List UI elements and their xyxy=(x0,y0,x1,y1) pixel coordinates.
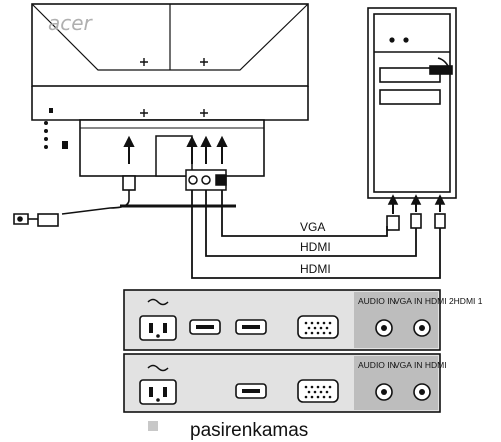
brand-logo: acer xyxy=(48,11,94,35)
cable-label-hdmi-2: HDMI xyxy=(300,262,331,276)
monitor-buttons xyxy=(44,108,68,149)
pc-tower xyxy=(367,7,457,199)
port-panel-2 xyxy=(123,353,441,413)
panel-1-audio-label: AUDIO IN xyxy=(358,296,396,306)
mount-screws xyxy=(140,58,208,117)
monitor-port-area xyxy=(155,135,227,191)
optional-swatch xyxy=(148,421,158,431)
signal-cables xyxy=(191,190,441,279)
monitor-rear xyxy=(31,3,309,177)
vga-port-icon xyxy=(297,315,339,339)
power-socket-icon xyxy=(139,379,177,405)
ac-symbol-icon xyxy=(147,364,169,372)
monitor-arrows xyxy=(123,135,228,164)
panel-2-audio-label: AUDIO IN xyxy=(358,360,396,370)
panel-1-vga-label: VGA xyxy=(394,296,412,306)
pc-connectors xyxy=(386,194,446,231)
panel-2-hdmi-label: IN HDMI xyxy=(414,360,447,370)
cable-label-vga: VGA xyxy=(300,220,325,234)
ac-symbol-icon xyxy=(147,298,169,306)
power-cable xyxy=(13,175,236,227)
panel-2-vga-label: VGA xyxy=(394,360,412,370)
cable-label-hdmi-1: HDMI xyxy=(300,240,331,254)
port-panel-1 xyxy=(123,289,441,351)
vga-port-icon xyxy=(297,379,339,403)
legend-optional-text: pasirenkamas xyxy=(190,420,308,441)
power-socket-icon xyxy=(139,315,177,341)
panel-1-hdmi-label: IN HDMI 2HDMI 1 xyxy=(414,296,483,306)
